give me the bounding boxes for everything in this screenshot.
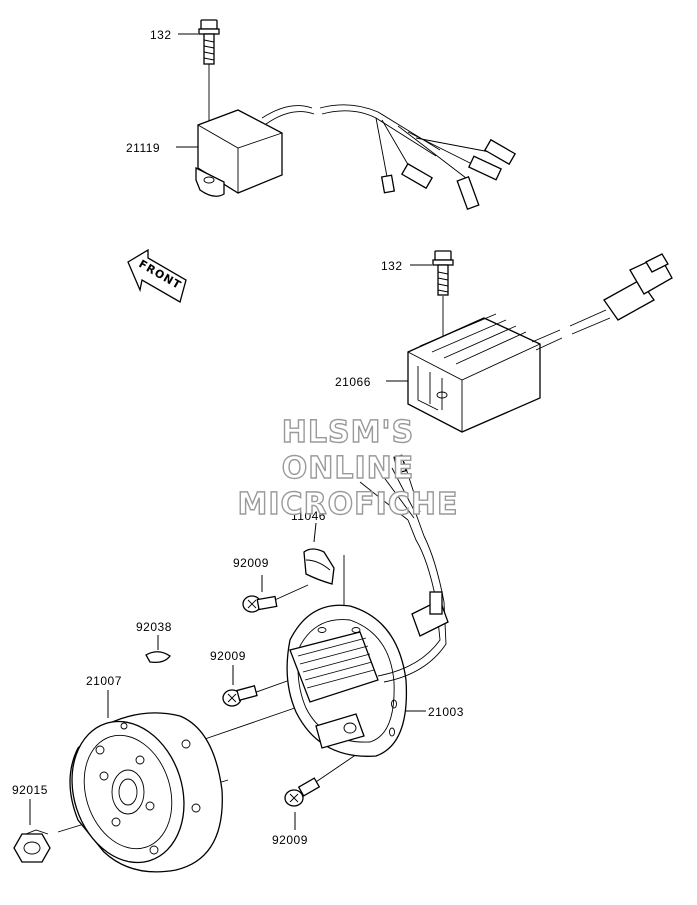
pulser-coil-11046 xyxy=(303,548,335,585)
regulator-21066 xyxy=(407,253,673,433)
stator-21003 xyxy=(286,454,449,757)
callout-92009-middle: 92009 xyxy=(210,649,246,663)
callout-21119: 21119 xyxy=(126,141,160,155)
callout-21007: 21007 xyxy=(86,674,122,688)
callout-92015: 92015 xyxy=(12,783,48,797)
watermark-line-3: MICROFICHE xyxy=(238,487,459,522)
watermark: HLSM'S ONLINE MICROFICHE xyxy=(237,414,459,522)
flywheel-21007 xyxy=(69,712,223,873)
callout-21003: 21003 xyxy=(428,705,464,719)
front-direction-arrow: FRONT xyxy=(127,248,187,303)
bolt-132-top xyxy=(198,19,220,65)
bolt-132-regulator xyxy=(432,250,454,296)
callout-92009-upper: 92009 xyxy=(233,556,269,570)
nut-92015 xyxy=(13,829,51,863)
screw-92009-middle xyxy=(222,685,258,707)
key-92038 xyxy=(145,651,171,664)
watermark-line-2: ONLINE xyxy=(282,451,415,486)
watermark-line-1: HLSM'S xyxy=(282,415,414,450)
callout-92009-lower: 92009 xyxy=(272,833,308,847)
callout-132-regulator: 132 xyxy=(381,259,403,273)
screw-92009-upper xyxy=(242,595,278,613)
screw-92009-lower xyxy=(284,777,321,807)
callout-11046: 11046 xyxy=(291,509,326,523)
callout-21066: 21066 xyxy=(335,375,371,389)
callout-132-top: 132 xyxy=(150,28,172,42)
cdi-unit-21119 xyxy=(195,104,517,210)
callout-92038: 92038 xyxy=(136,620,172,634)
